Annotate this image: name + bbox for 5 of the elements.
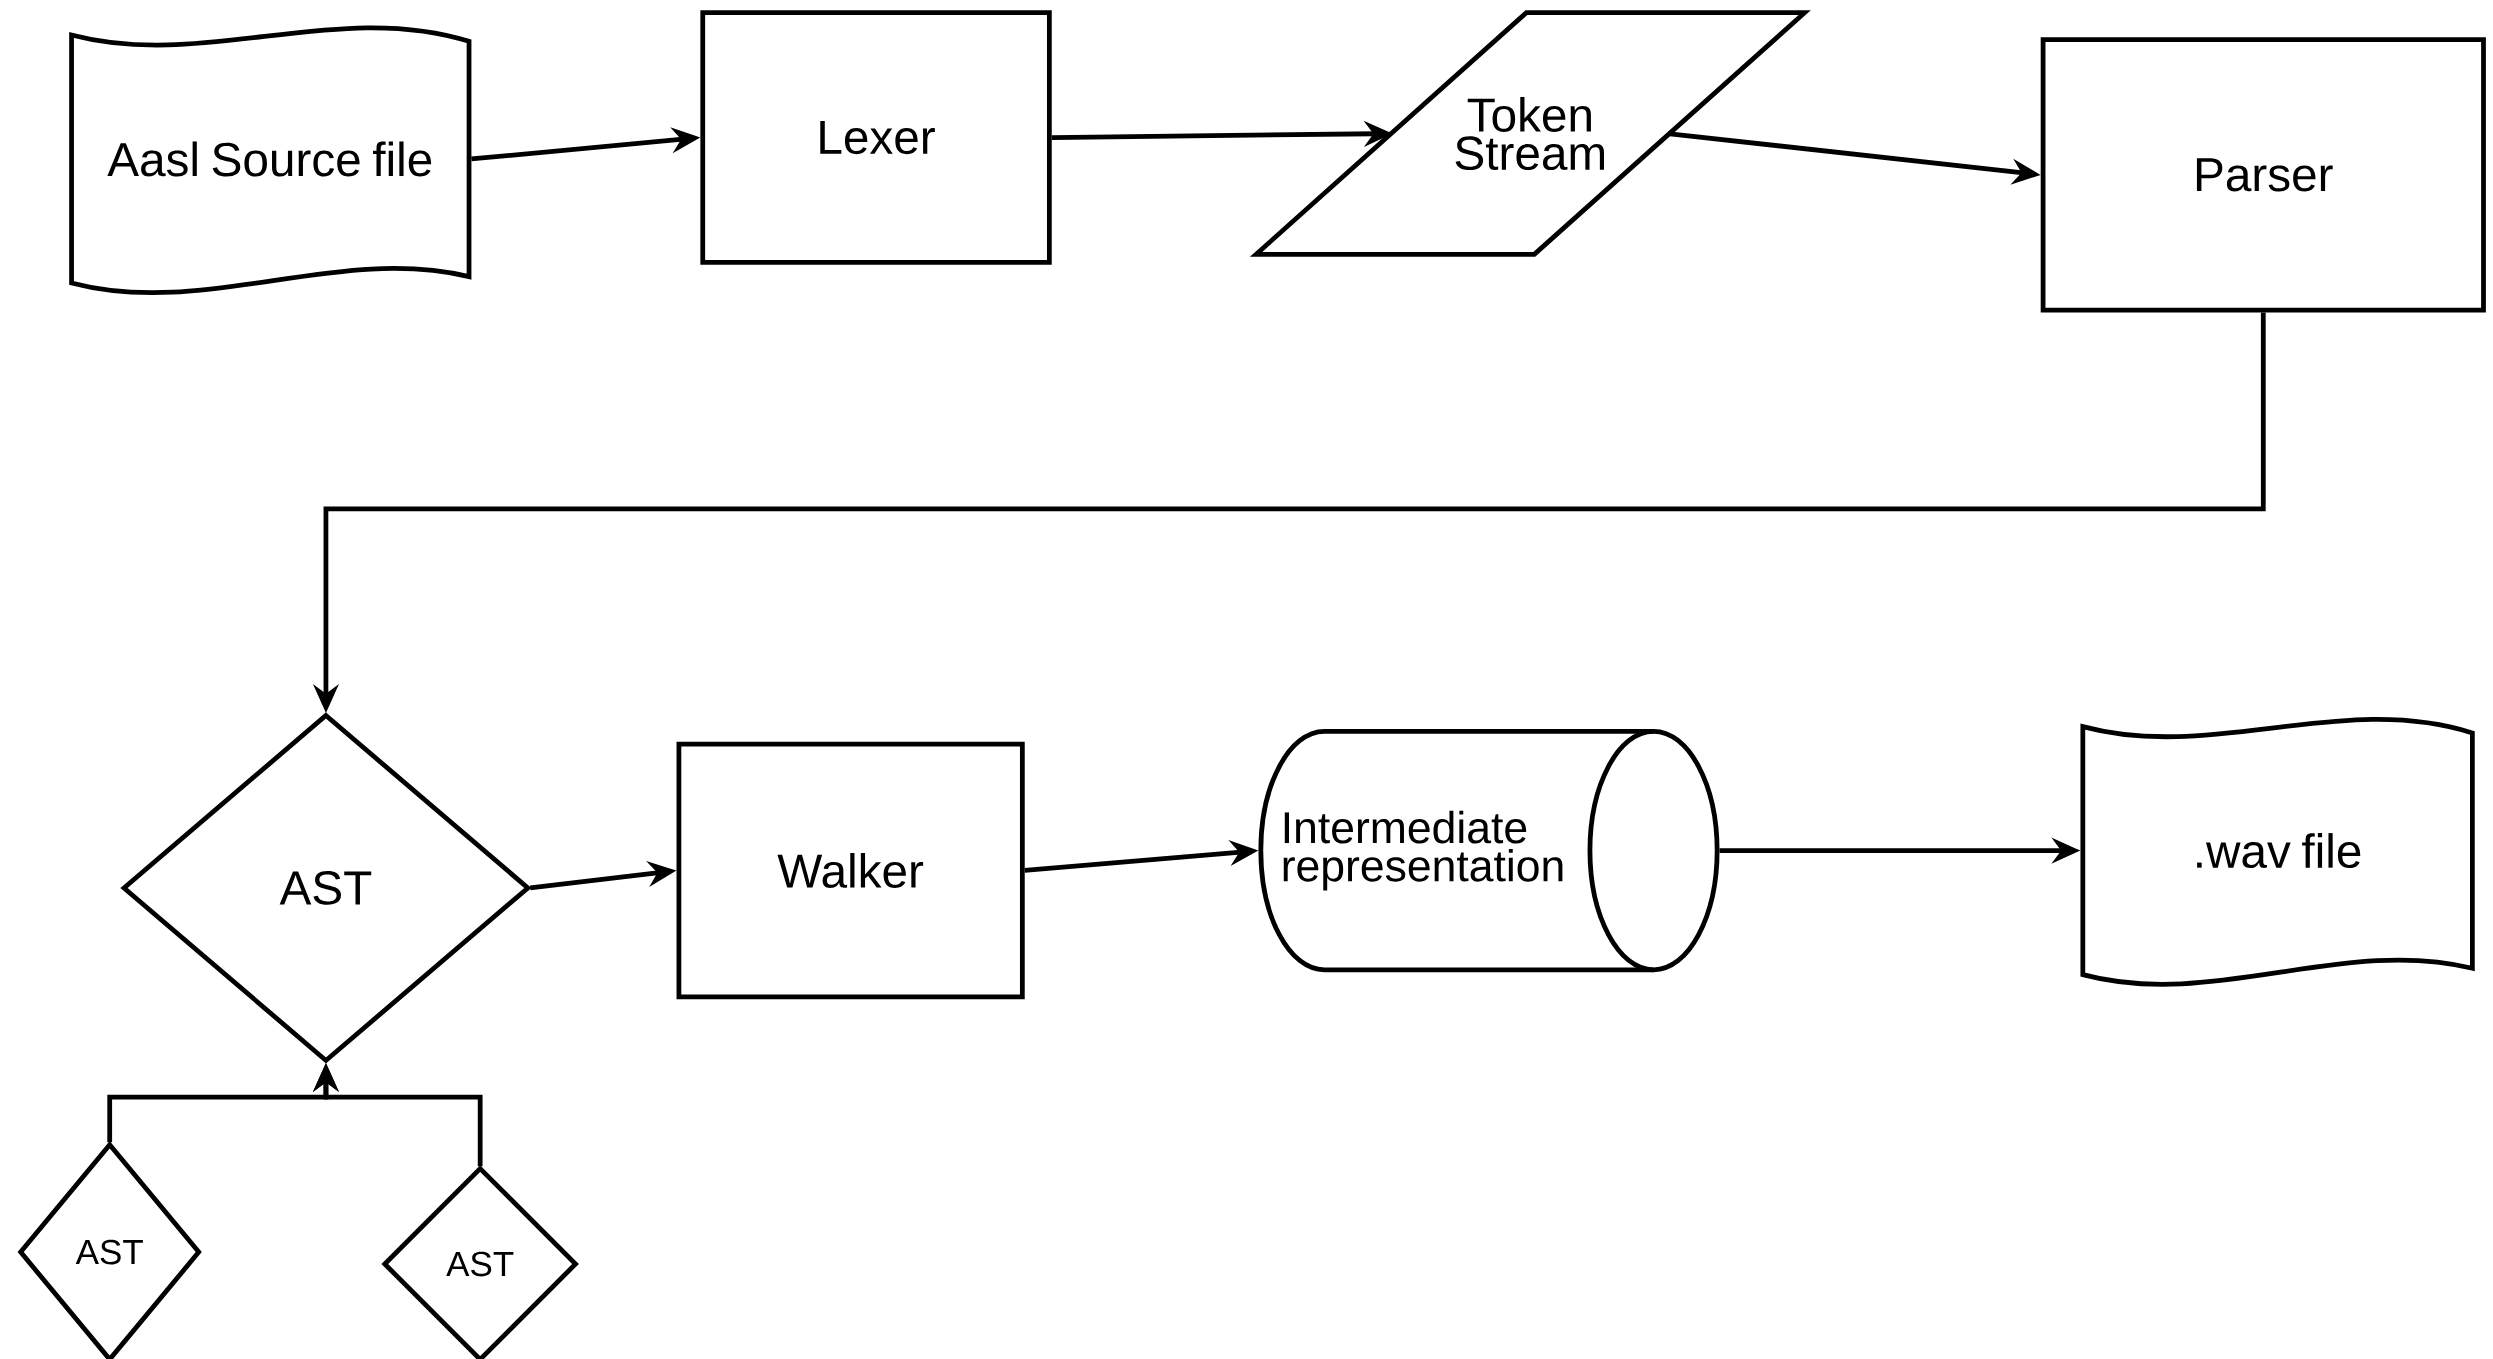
storage-cylinder: Intermediate representation	[1258, 728, 1720, 973]
process-box: Lexer	[700, 10, 1052, 265]
node-label: Intermediate representation	[1283, 810, 1563, 891]
process-box: Walker	[676, 741, 1025, 1000]
process-box: Parser	[2040, 37, 2486, 313]
